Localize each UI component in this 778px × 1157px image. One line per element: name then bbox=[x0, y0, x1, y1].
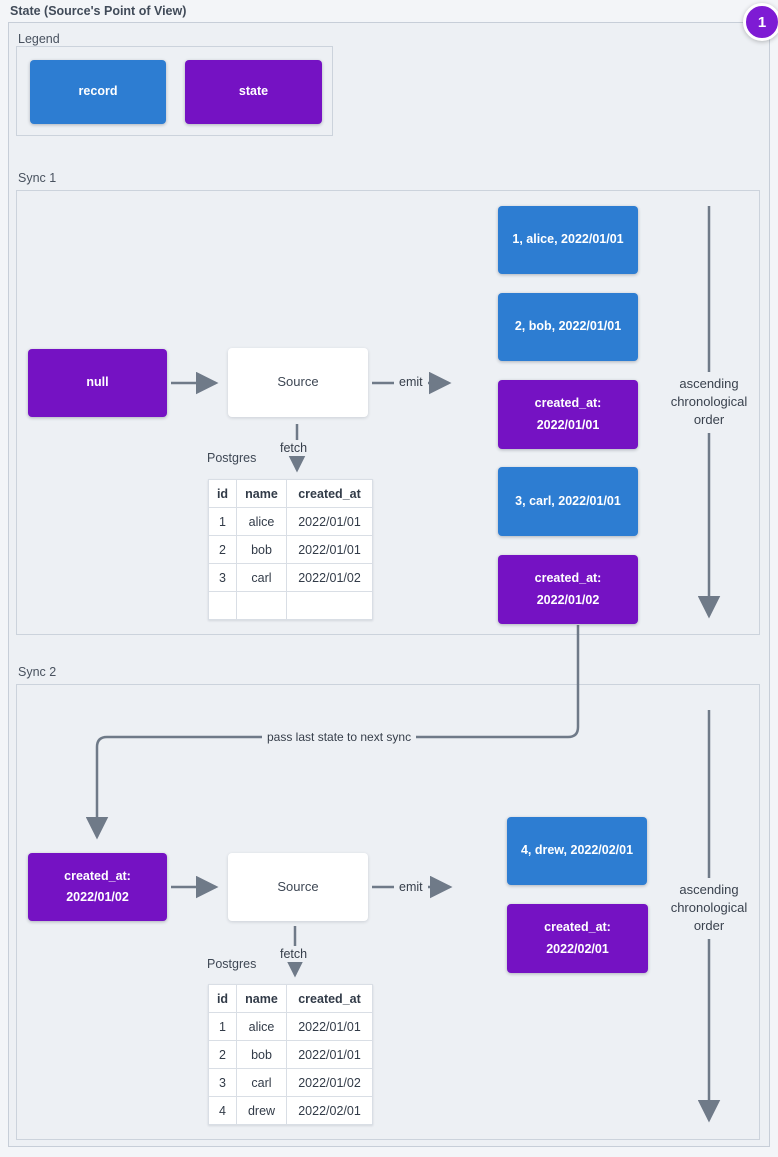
sync2-state-1-label: created_at: 2022/02/01 bbox=[544, 920, 611, 956]
sync1-state-2-label: created_at: 2022/01/02 bbox=[534, 571, 602, 607]
sync1-record-2: 2, bob, 2022/01/01 bbox=[498, 293, 638, 361]
sync2-input-state-label: created_at: 2022/01/02 bbox=[64, 868, 131, 904]
sync1-record-3-label: 3, carl, 2022/01/01 bbox=[515, 493, 621, 508]
sync2-postgres-table: id name created_at 1 alice 2022/01/01 2 … bbox=[208, 984, 373, 1125]
sync1-order-label: ascending chronological order bbox=[661, 372, 757, 433]
sync2-record-1: 4, drew, 2022/02/01 bbox=[507, 817, 647, 885]
sync1-input-state-label: null bbox=[86, 375, 109, 390]
table-row: 3 carl 2022/01/02 bbox=[208, 1068, 373, 1097]
legend-panel bbox=[16, 46, 333, 136]
page-title: State (Source's Point of View) bbox=[10, 4, 187, 18]
sync1-source-box: Source bbox=[228, 348, 368, 417]
table-cell: 1 bbox=[208, 507, 237, 536]
table-cell: 1 bbox=[208, 1012, 237, 1041]
table-cell bbox=[286, 591, 373, 620]
table-cell: 2022/01/01 bbox=[286, 507, 373, 536]
sync1-record-2-label: 2, bob, 2022/01/01 bbox=[514, 319, 622, 334]
legend-state-label: state bbox=[238, 84, 269, 99]
table-row: 1 alice 2022/01/01 bbox=[208, 507, 373, 536]
sync2-emit-label: emit bbox=[394, 879, 428, 895]
sync2-fetch-label: fetch bbox=[275, 946, 313, 962]
table-cell bbox=[236, 591, 287, 620]
table-cell: bob bbox=[236, 535, 287, 564]
annotation-badge-number: 1 bbox=[757, 13, 767, 31]
table-row: 1 alice 2022/01/01 bbox=[208, 1012, 373, 1041]
sync1-emit-label: emit bbox=[394, 374, 428, 390]
column-header: created_at bbox=[286, 984, 373, 1013]
table-cell: 2022/01/01 bbox=[286, 1040, 373, 1069]
sync1-record-3: 3, carl, 2022/01/01 bbox=[498, 467, 638, 536]
sync1-fetch-label: fetch bbox=[275, 440, 313, 456]
table-cell: 3 bbox=[208, 1068, 237, 1097]
table-cell: 2022/01/02 bbox=[286, 1068, 373, 1097]
table-row: 4 drew 2022/02/01 bbox=[208, 1096, 373, 1125]
sync1-postgres-label: Postgres bbox=[207, 451, 257, 465]
table-cell: alice bbox=[236, 507, 287, 536]
sync1-input-state-box: null bbox=[28, 349, 167, 417]
sync1-state-1: created_at: 2022/01/01 bbox=[498, 380, 638, 449]
sync1-state-1-label: created_at: 2022/01/01 bbox=[534, 396, 602, 432]
table-cell: carl bbox=[236, 1068, 287, 1097]
table-row: 2 bob 2022/01/01 bbox=[208, 1040, 373, 1069]
table-cell: 2022/02/01 bbox=[286, 1096, 373, 1125]
table-cell bbox=[208, 591, 237, 620]
sync1-title: Sync 1 bbox=[18, 171, 57, 185]
table-cell: 2022/01/02 bbox=[286, 563, 373, 592]
legend-state-box: state bbox=[185, 60, 322, 124]
column-header: id bbox=[208, 479, 237, 508]
table-cell: 2 bbox=[208, 1040, 237, 1069]
sync1-state-2: created_at: 2022/01/02 bbox=[498, 555, 638, 624]
column-header: name bbox=[236, 984, 287, 1013]
sync1-source-label: Source bbox=[277, 374, 319, 390]
legend-record-box: record bbox=[30, 60, 166, 124]
table-cell: 2 bbox=[208, 535, 237, 564]
table-cell: alice bbox=[236, 1012, 287, 1041]
pass-state-connector-label: pass last state to next sync bbox=[262, 729, 417, 745]
table-header-row: id name created_at bbox=[208, 479, 373, 508]
sync2-source-box: Source bbox=[228, 853, 368, 921]
table-row: 2 bob 2022/01/01 bbox=[208, 535, 373, 564]
sync2-record-1-label: 4, drew, 2022/02/01 bbox=[520, 843, 634, 858]
table-header-row: id name created_at bbox=[208, 984, 373, 1013]
column-header: created_at bbox=[286, 479, 373, 508]
sync1-postgres-table: id name created_at 1 alice 2022/01/01 2 … bbox=[208, 479, 373, 620]
table-cell: drew bbox=[236, 1096, 287, 1125]
sync2-postgres-label: Postgres bbox=[207, 957, 257, 971]
column-header: id bbox=[208, 984, 237, 1013]
sync1-record-1: 1, alice, 2022/01/01 bbox=[498, 206, 638, 274]
sync2-input-state-box: created_at: 2022/01/02 bbox=[28, 853, 167, 921]
legend-title: Legend bbox=[18, 32, 60, 46]
column-header: name bbox=[236, 479, 287, 508]
table-cell: carl bbox=[236, 563, 287, 592]
table-cell: bob bbox=[236, 1040, 287, 1069]
table-row-empty bbox=[208, 591, 373, 620]
table-cell: 2022/01/01 bbox=[286, 535, 373, 564]
table-row: 3 carl 2022/01/02 bbox=[208, 563, 373, 592]
sync2-source-label: Source bbox=[277, 878, 319, 894]
table-cell: 2022/01/01 bbox=[286, 1012, 373, 1041]
table-cell: 4 bbox=[208, 1096, 237, 1125]
sync2-state-1: created_at: 2022/02/01 bbox=[507, 904, 648, 973]
sync1-record-1-label: 1, alice, 2022/01/01 bbox=[512, 232, 624, 247]
table-cell: 3 bbox=[208, 563, 237, 592]
annotation-badge-1: 1 bbox=[743, 3, 778, 41]
sync2-title: Sync 2 bbox=[18, 665, 57, 679]
legend-record-label: record bbox=[78, 84, 118, 99]
sync2-order-label: ascending chronological order bbox=[661, 878, 757, 939]
